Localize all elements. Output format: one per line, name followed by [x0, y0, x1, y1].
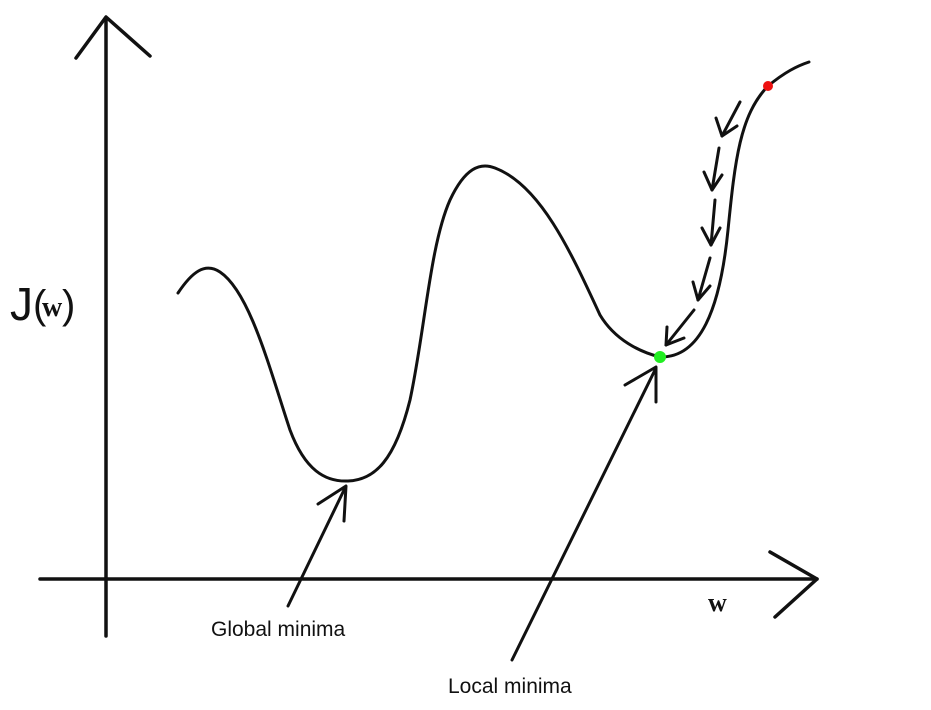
arrow-icon: [714, 100, 742, 138]
local-minima-pointer: [510, 365, 658, 662]
global-minima-label: Global minima: [211, 618, 346, 641]
y-axis-label-j: J: [10, 278, 33, 330]
y-axis-arrowhead: [74, 15, 152, 60]
arrow-icon: [691, 256, 712, 302]
global-minima-pointer: [286, 484, 348, 608]
y-axis-label-close: ): [62, 283, 75, 327]
arrow-icon: [700, 198, 722, 247]
local-minima-label: Local minima: [448, 675, 572, 698]
x-axis-line: [38, 575, 819, 581]
cost-curve: [176, 60, 811, 483]
x-axis-arrowhead: [768, 550, 819, 619]
y-axis-label-open: (: [33, 283, 47, 327]
y-axis-line: [103, 18, 108, 638]
arrow-icon: [702, 146, 724, 192]
arrow-icon: [664, 308, 696, 347]
local-minimum-point: [654, 351, 666, 363]
start-point: [763, 81, 773, 91]
x-axis-label: w: [708, 588, 727, 617]
descent-step-arrows: [664, 100, 742, 347]
y-axis-label-var: w: [42, 292, 63, 323]
